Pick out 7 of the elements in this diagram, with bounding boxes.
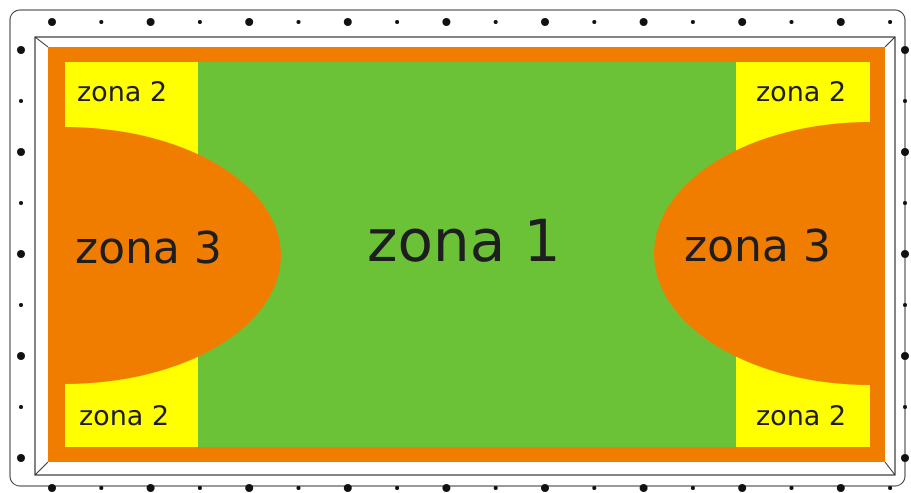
- zone-label: zona 2: [79, 403, 170, 430]
- zone-label: zona 2: [756, 403, 846, 430]
- zone-label: zona 2: [77, 79, 168, 106]
- zone-label: zona 3: [684, 225, 831, 269]
- zone-label: zona 2: [756, 79, 846, 106]
- zone-label: zona 3: [75, 227, 222, 271]
- zone-label: zona 1: [367, 212, 561, 270]
